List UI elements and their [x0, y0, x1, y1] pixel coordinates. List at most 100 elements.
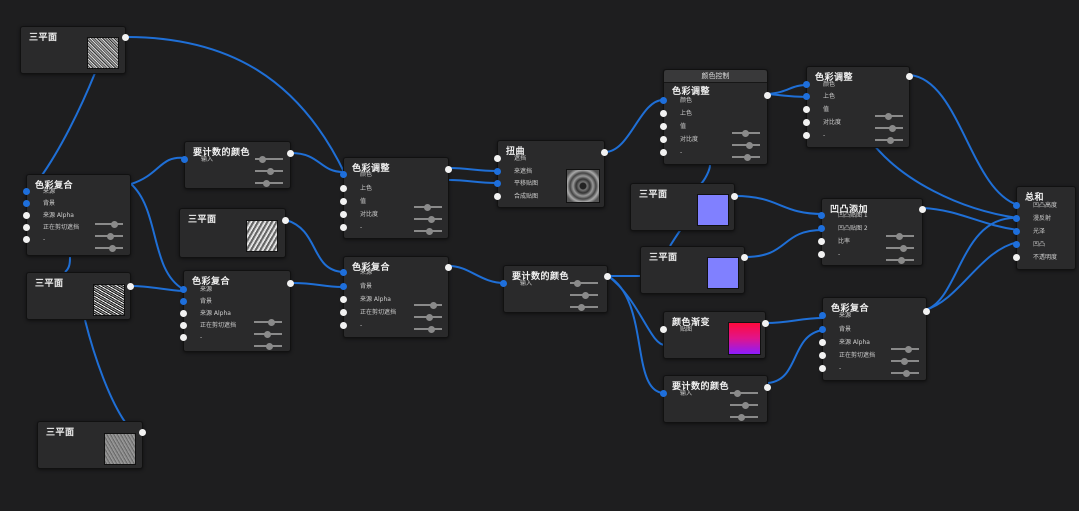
bump-add-node[interactable]: 凹凸添加 凹凸贴图 1 凹凸贴图 2 比率 - [818, 198, 926, 266]
input-socket[interactable] [660, 123, 667, 130]
triplanar-node[interactable]: 三平面 [179, 208, 289, 258]
input-socket[interactable] [803, 81, 810, 88]
slider-knob[interactable] [107, 232, 114, 240]
slider[interactable] [95, 244, 123, 252]
wire[interactable] [84, 319, 126, 423]
input-socket[interactable] [818, 225, 825, 232]
slider-knob[interactable] [109, 244, 116, 252]
output-socket[interactable] [919, 206, 926, 213]
invert-color-node[interactable]: 要计数的颜色 输入 [660, 375, 771, 423]
wire[interactable] [767, 93, 809, 98]
slider-knob[interactable] [266, 342, 273, 350]
input-socket[interactable] [818, 238, 825, 245]
wire[interactable] [765, 317, 824, 324]
slider[interactable] [254, 318, 282, 326]
input-socket[interactable] [340, 269, 347, 276]
slider-knob[interactable] [746, 141, 753, 149]
input-socket[interactable] [494, 155, 501, 162]
wire[interactable] [64, 256, 71, 273]
input-socket[interactable] [23, 200, 30, 207]
slider-knob[interactable] [896, 232, 903, 240]
wire[interactable] [909, 74, 1019, 206]
input-socket[interactable] [340, 309, 347, 316]
wire[interactable] [290, 282, 344, 288]
input-socket[interactable] [818, 251, 825, 258]
slider[interactable] [254, 330, 282, 338]
slider[interactable] [254, 342, 282, 350]
output-socket[interactable] [601, 149, 608, 156]
wire[interactable] [924, 216, 1019, 311]
input-socket[interactable] [340, 296, 347, 303]
output-socket[interactable] [139, 429, 146, 436]
input-socket[interactable] [180, 286, 187, 293]
input-socket[interactable] [803, 132, 810, 139]
output-socket[interactable] [445, 166, 452, 173]
slider[interactable] [414, 203, 442, 211]
wire[interactable] [744, 229, 824, 258]
slider-knob[interactable] [900, 244, 907, 252]
slider[interactable] [570, 291, 598, 299]
slider[interactable] [414, 215, 442, 223]
slider[interactable] [891, 369, 919, 377]
slider-knob[interactable] [903, 369, 910, 377]
slider-knob[interactable] [268, 318, 275, 326]
input-socket[interactable] [180, 298, 187, 305]
input-socket[interactable] [340, 198, 347, 205]
input-socket[interactable] [23, 188, 30, 195]
slider-knob[interactable] [582, 291, 589, 299]
slider-knob[interactable] [905, 345, 912, 353]
slider-knob[interactable] [424, 203, 431, 211]
slider-knob[interactable] [901, 357, 908, 365]
slider-knob[interactable] [898, 256, 905, 264]
input-socket[interactable] [803, 119, 810, 126]
slider[interactable] [414, 313, 442, 321]
distort-node[interactable]: 扭曲 遮挡 来遮挡 平移贴图 合成贴图 [494, 140, 608, 208]
wire[interactable] [448, 265, 506, 284]
output-socket[interactable] [287, 280, 294, 287]
input-socket[interactable] [819, 352, 826, 359]
wire[interactable] [448, 179, 498, 184]
slider[interactable] [414, 227, 442, 235]
invert-color-node[interactable]: 要计数的颜色 输入 [500, 265, 611, 313]
slider[interactable] [730, 401, 758, 409]
slider[interactable] [730, 413, 758, 421]
output-socket[interactable] [764, 384, 771, 391]
slider-knob[interactable] [263, 179, 270, 187]
output-socket[interactable] [127, 283, 134, 290]
input-socket[interactable] [660, 390, 667, 397]
input-socket[interactable] [340, 283, 347, 290]
slider[interactable] [875, 136, 903, 144]
input-socket[interactable] [1013, 202, 1020, 209]
slider[interactable] [255, 179, 283, 187]
output-socket[interactable] [731, 193, 738, 200]
input-socket[interactable] [340, 185, 347, 192]
input-socket[interactable] [180, 322, 187, 329]
input-socket[interactable] [180, 334, 187, 341]
wire[interactable] [767, 84, 809, 95]
wire[interactable] [604, 99, 664, 153]
output-socket[interactable] [923, 308, 930, 315]
output-socket[interactable] [906, 73, 913, 80]
input-socket[interactable] [819, 312, 826, 319]
wire[interactable] [285, 219, 344, 273]
slider-knob[interactable] [744, 153, 751, 161]
slider-knob[interactable] [734, 389, 741, 397]
slider-knob[interactable] [742, 129, 749, 137]
slider[interactable] [730, 389, 758, 397]
wire[interactable] [130, 285, 184, 292]
slider[interactable] [95, 220, 123, 228]
input-socket[interactable] [819, 365, 826, 372]
slider[interactable] [875, 124, 903, 132]
slider[interactable] [255, 155, 283, 163]
output-socket[interactable] [764, 92, 771, 99]
color-adjust-node[interactable]: 色彩调整 颜色 上色 值 对比度 - [803, 66, 913, 148]
wire[interactable] [734, 195, 824, 215]
wire[interactable] [767, 329, 824, 384]
color-blend-node[interactable]: 色彩复合 来源 背景 来源 Alpha 正在剪切遮挡 - [180, 270, 294, 352]
input-socket[interactable] [180, 310, 187, 317]
slider[interactable] [414, 325, 442, 333]
input-socket[interactable] [803, 106, 810, 113]
input-socket[interactable] [660, 326, 667, 333]
output-socket[interactable] [762, 320, 769, 327]
slider[interactable] [875, 112, 903, 120]
